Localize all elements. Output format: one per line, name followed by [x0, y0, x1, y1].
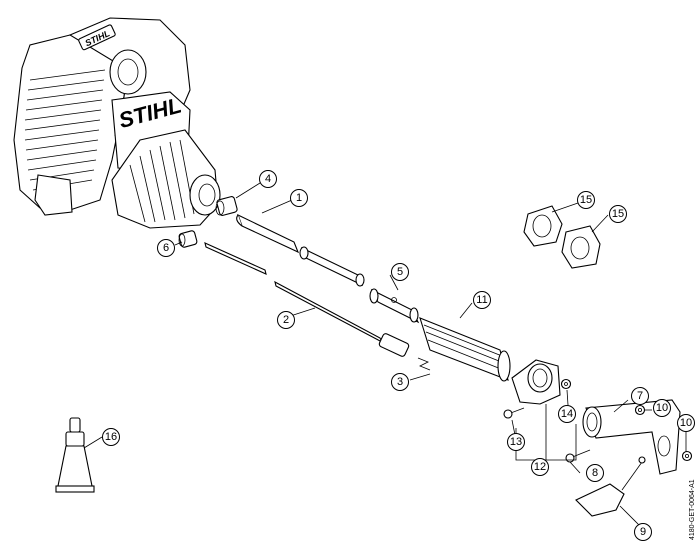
callout-label: 5	[397, 266, 403, 278]
callout-5: 5	[391, 263, 409, 281]
callout-4: 4	[259, 170, 277, 188]
callout-6: 6	[157, 239, 175, 257]
callout-label: 3	[397, 376, 403, 388]
part-hose-clip-b	[561, 225, 601, 269]
part-sleeve	[369, 288, 420, 324]
part-loop-handle	[582, 399, 681, 475]
callout-7: 7	[631, 387, 649, 405]
engine-unit: STIHL STIHL	[13, 17, 221, 229]
part-bushing	[215, 196, 238, 216]
drawing-code: 4180-GET-0064-A1	[689, 479, 696, 540]
part-screw-13	[503, 407, 525, 419]
callout-12: 12	[531, 458, 549, 476]
part-wing-screw	[575, 456, 646, 517]
callout-10-right: 10	[677, 414, 695, 432]
part-nut-14	[560, 378, 572, 390]
callout-label: 15	[612, 208, 624, 220]
callout-13: 13	[507, 433, 525, 451]
callout-label: 9	[640, 526, 646, 538]
callout-label: 14	[561, 408, 573, 420]
part-damping-element	[419, 317, 511, 382]
callout-label: 11	[476, 294, 487, 306]
part-plug	[178, 230, 198, 248]
callout-16: 16	[102, 428, 120, 446]
callout-14: 14	[558, 405, 576, 423]
callout-label: 4	[265, 173, 271, 185]
callout-label: 1	[296, 192, 302, 204]
callout-9: 9	[634, 523, 652, 541]
callout-11: 11	[473, 291, 491, 309]
callout-label: 13	[510, 436, 522, 448]
part-grease-tube	[55, 417, 95, 493]
callout-label: 6	[163, 242, 169, 254]
callout-label: 8	[592, 467, 598, 479]
callout-15-left: 15	[577, 191, 595, 209]
part-hose-clip-a	[523, 205, 563, 247]
callout-label: 2	[283, 314, 289, 326]
callout-label: 10	[656, 402, 668, 414]
callout-2: 2	[277, 311, 295, 329]
callout-label: 16	[105, 431, 117, 443]
part-nut-10a	[634, 404, 646, 416]
callout-label: 7	[637, 390, 643, 402]
part-drive-tube	[236, 213, 365, 287]
part-nut-10b	[681, 450, 693, 462]
callout-label: 12	[534, 461, 546, 473]
callout-10-upper: 10	[653, 399, 671, 417]
callout-1: 1	[290, 189, 308, 207]
part-spring-clip	[417, 357, 431, 371]
part-clamp	[511, 359, 561, 405]
part-drive-shaft	[204, 242, 410, 357]
callout-label: 10	[680, 417, 692, 429]
callout-label: 15	[580, 194, 592, 206]
callout-3: 3	[391, 373, 409, 391]
callout-8: 8	[586, 464, 604, 482]
callout-15-right: 15	[609, 205, 627, 223]
